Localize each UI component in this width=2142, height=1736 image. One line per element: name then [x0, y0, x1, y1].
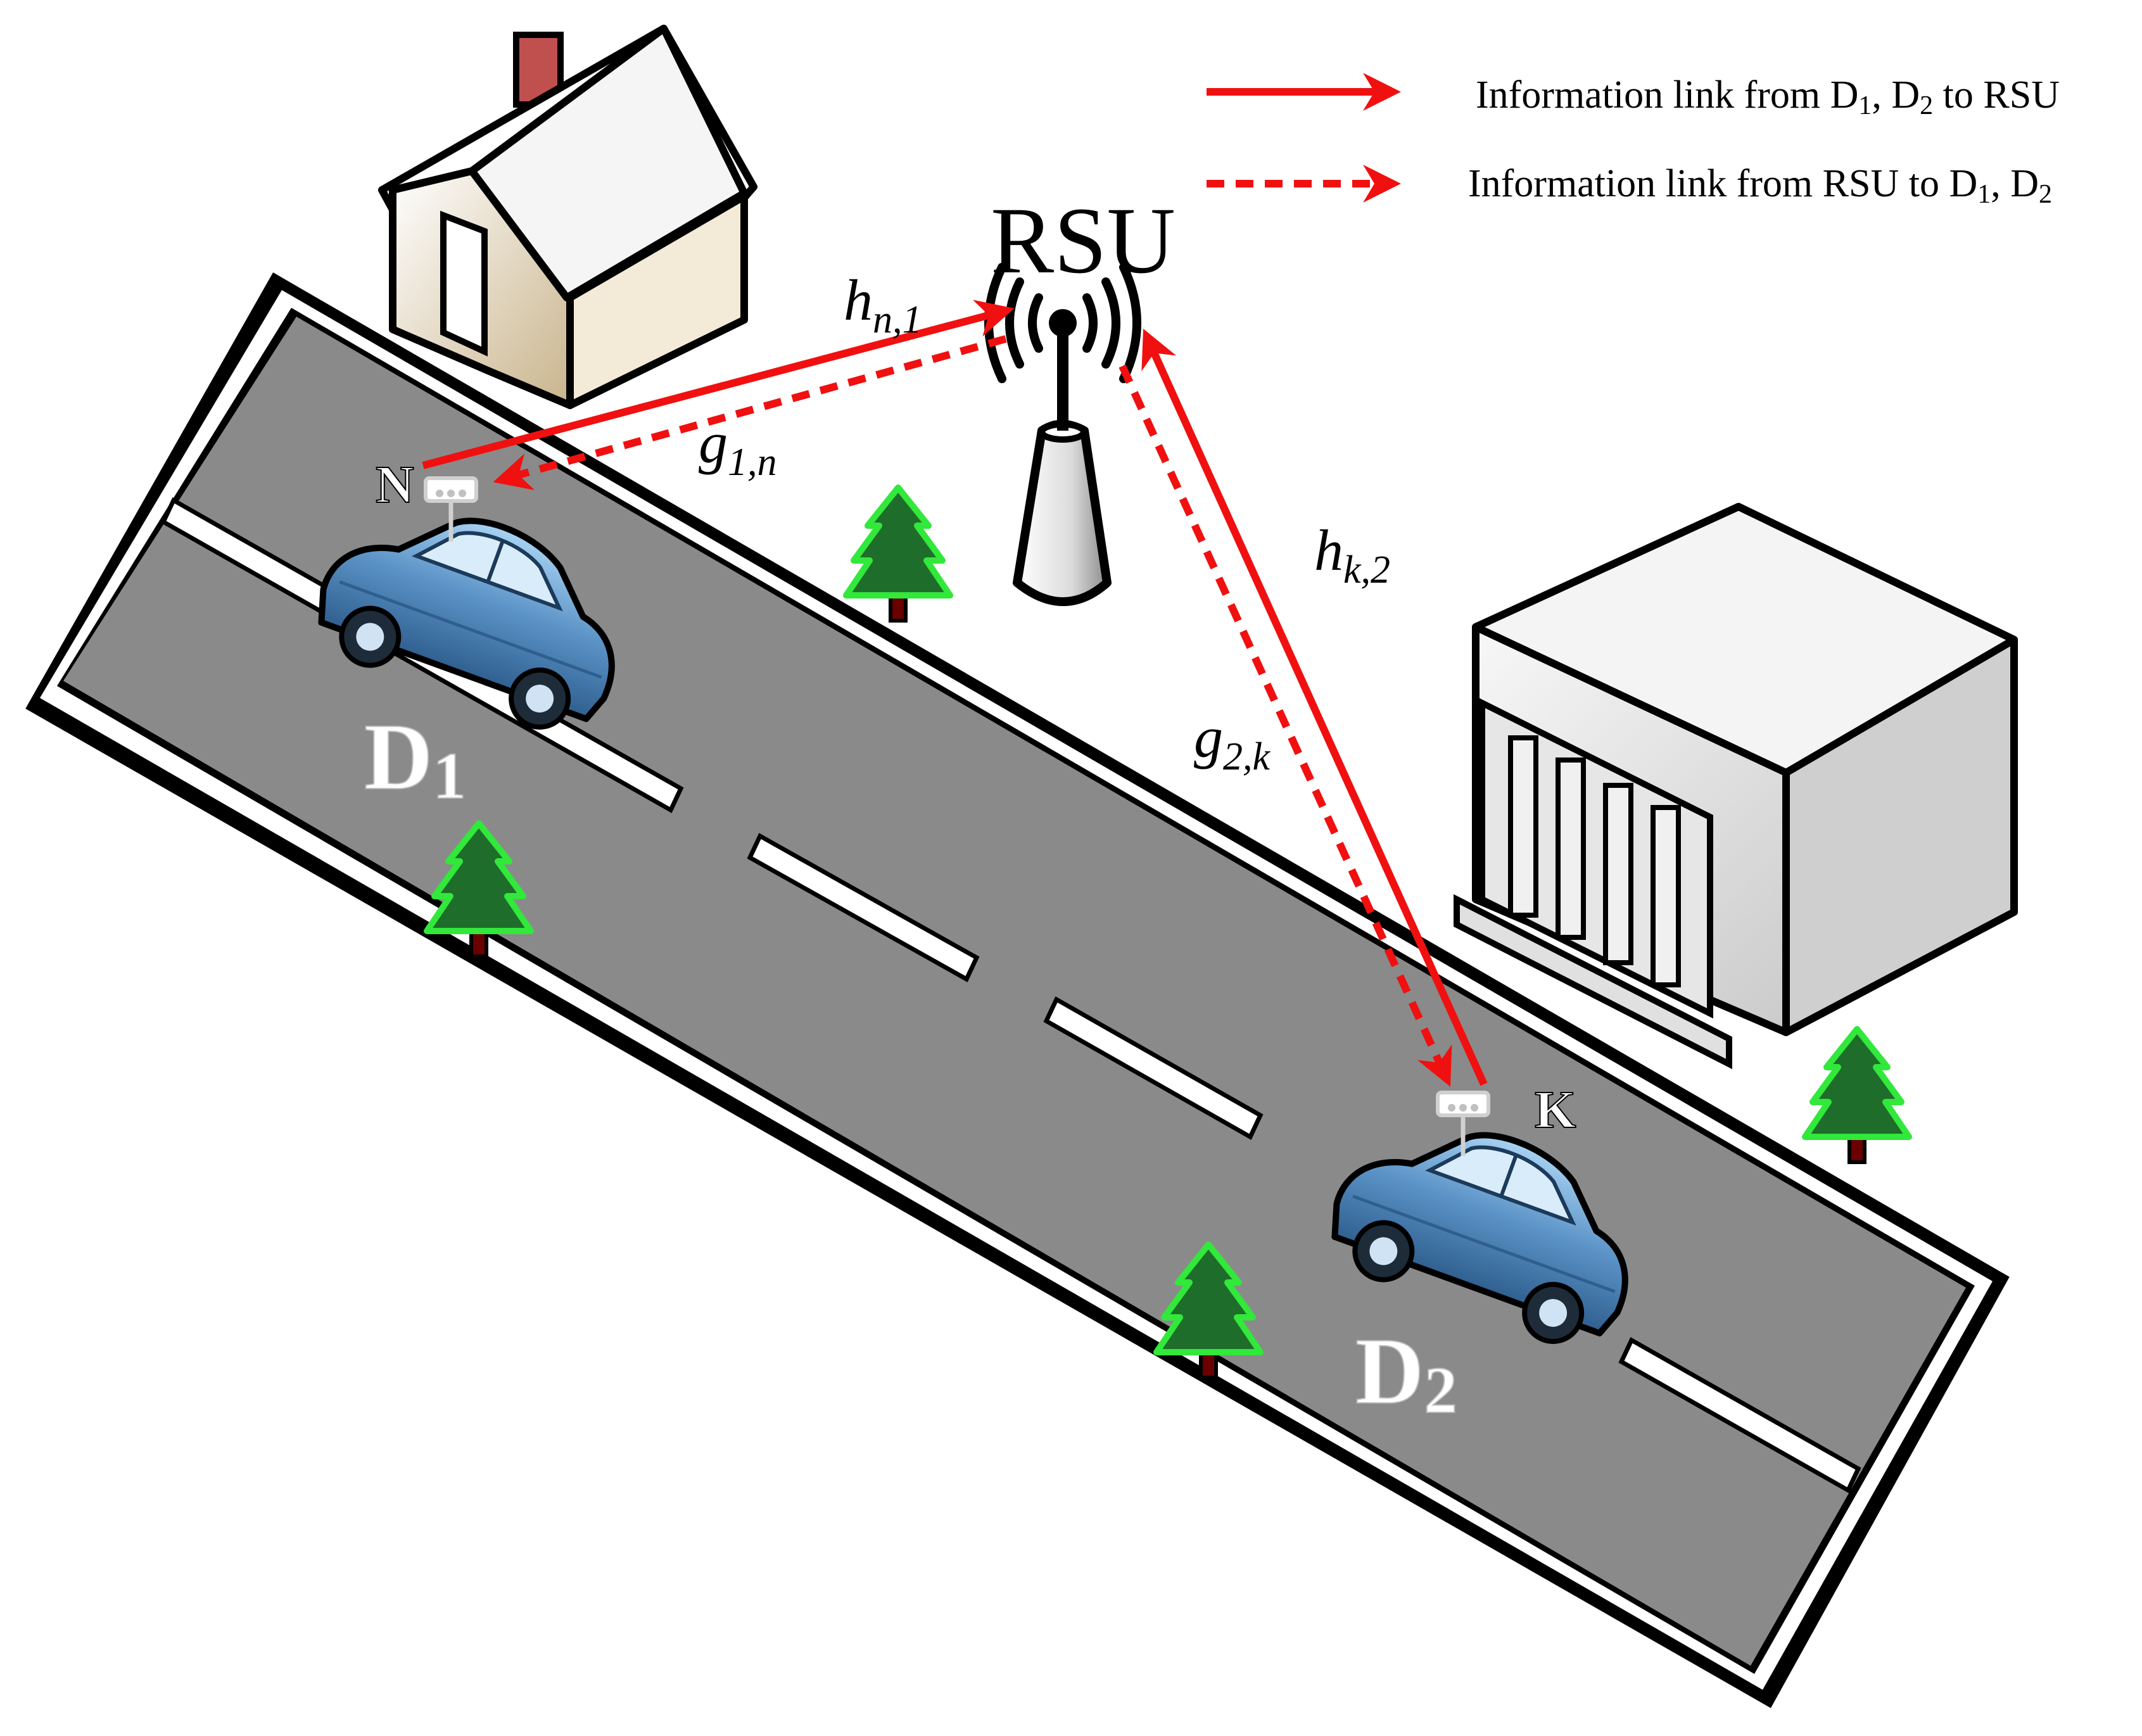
- link-rsu-to-d2: [1119, 364, 1452, 1087]
- channel-label-h-k2: hk,2: [1314, 518, 1390, 592]
- vehicle-d1: N D1: [303, 455, 647, 813]
- rsu-antenna-icon: [984, 263, 1141, 606]
- antenna-label-k: K: [1535, 1080, 1576, 1139]
- tree-icon: [846, 488, 950, 621]
- channel-label-h-n1: hn,1: [844, 268, 922, 341]
- legend-solid-label: Information link from D1, D2 to RSU: [1476, 73, 2060, 120]
- channel-label-g-2k: g2,k: [1194, 705, 1271, 778]
- legend: Information link from D1, D2 to RSU Info…: [1207, 73, 2060, 209]
- vehicle-label-d1: D1: [364, 704, 466, 813]
- vehicle-d2: K D2: [1317, 1080, 1661, 1428]
- channel-label-g-1n: g1,n: [699, 410, 777, 484]
- house-icon: [378, 25, 757, 409]
- link-d1-to-rsu: [422, 300, 1015, 469]
- antenna-label-n: N: [376, 455, 414, 514]
- link-rsu-to-d1: [493, 335, 1007, 490]
- legend-dashed-label: Information link from RSU to D1, D2: [1468, 162, 2052, 209]
- office-building-icon: [1454, 503, 2018, 1070]
- rsu-label: RSU: [991, 188, 1176, 293]
- link-d2-to-rsu: [1141, 329, 1488, 1086]
- links: [422, 300, 1488, 1087]
- tree-icon: [1805, 1029, 1909, 1162]
- vehicle-label-d2: D2: [1355, 1319, 1457, 1427]
